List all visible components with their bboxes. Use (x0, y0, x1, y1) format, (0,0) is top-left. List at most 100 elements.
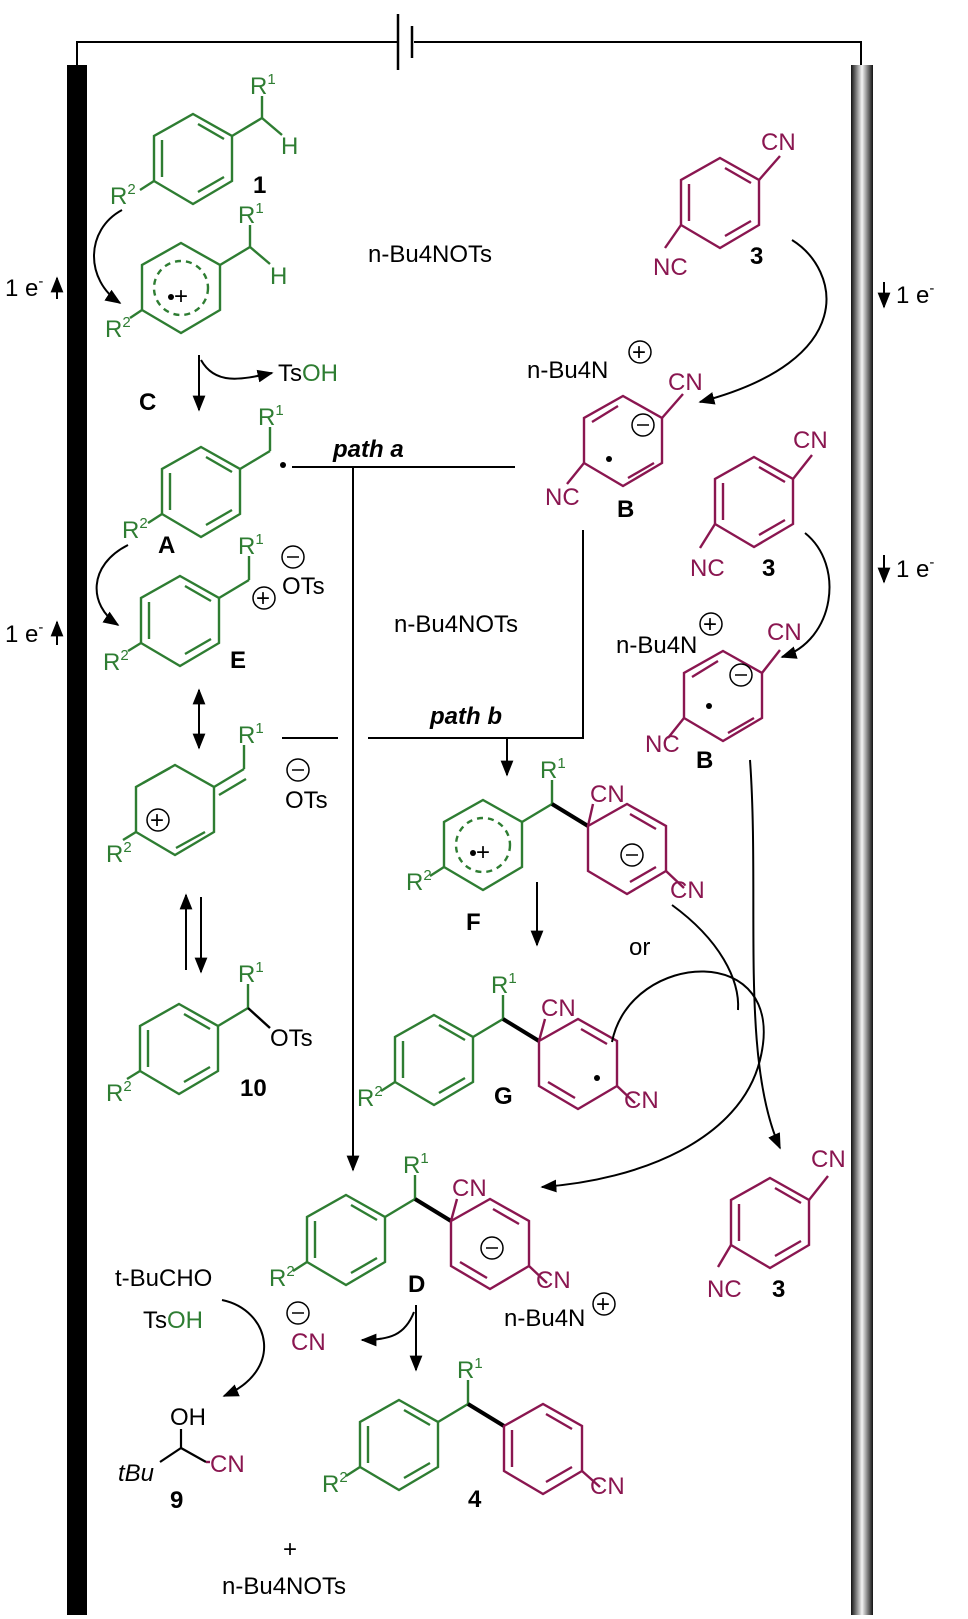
cation-plus: + (632, 339, 646, 366)
r2-label: R2 (106, 839, 132, 868)
r2-label: R2 (322, 1469, 348, 1498)
r2-label: R2 (106, 1078, 132, 1107)
cn-label: CN (761, 129, 796, 156)
r1-label: R1 (258, 402, 284, 431)
path-a-label: path a (332, 436, 404, 463)
tbucho-label: t-BuCHO (115, 1265, 212, 1292)
compound-10-structure (126, 984, 271, 1096)
nbu4n-label: n-Bu4N (504, 1305, 585, 1332)
cn-label: CN (541, 995, 576, 1022)
nc-label: NC (690, 555, 725, 582)
path-b-line (368, 530, 584, 739)
cathode-electrode (851, 65, 873, 1615)
nbu4n-label: n-Bu4N (527, 357, 608, 384)
compound-c-label: C (139, 389, 156, 416)
compound-d-label: D (408, 1271, 425, 1298)
tbu-label: tBu (118, 1460, 154, 1487)
compound-9-label: 9 (170, 1487, 183, 1514)
compound-f-structure (429, 780, 685, 896)
cn-label: CN (590, 781, 625, 808)
compound-g-label: G (494, 1083, 513, 1110)
ots-label: OTs (270, 1025, 313, 1052)
oh-label: OH (170, 1404, 206, 1431)
cation-plus: + (476, 839, 490, 866)
radical-dot (606, 456, 612, 462)
anion-charge-circle (281, 545, 305, 569)
anion-charge-circle (729, 663, 753, 687)
anion-charge-circle (286, 758, 310, 782)
reduction-arrow (780, 532, 831, 659)
compound-3-structure (664, 155, 781, 250)
oxidation-arrow (93, 209, 123, 304)
compound-c-structure (129, 225, 271, 335)
cn-label: CN (536, 1267, 571, 1294)
cation-charge-circle (252, 586, 276, 610)
r2-label: R2 (105, 314, 131, 343)
anion-charge-circle (620, 843, 644, 867)
radical-dot (168, 294, 174, 300)
radical-dot (594, 1075, 600, 1081)
compound-b-structure (667, 649, 781, 743)
cation-plus: + (174, 283, 188, 310)
anode-electrode (67, 65, 87, 1615)
compound-1-structure (139, 96, 283, 206)
radical-dot (280, 462, 286, 468)
or-label: or (629, 934, 650, 961)
resonance-structure (122, 745, 247, 857)
r2-label: R2 (110, 181, 136, 210)
ots-label: OTs (282, 573, 325, 600)
r1-label: R1 (250, 71, 276, 100)
cn-label: CN (811, 1146, 846, 1173)
reagent-nbu4nots: n-Bu4NOTs (368, 241, 492, 268)
path-b-label: path b (429, 703, 502, 730)
h-label: H (270, 263, 287, 290)
compound-a-structure (147, 427, 272, 539)
r1-label: R1 (491, 970, 517, 999)
cation-plus: + (150, 807, 164, 834)
compound-e-label: E (230, 647, 246, 674)
electron-label-left-bottom: 1 e- (5, 619, 43, 648)
cn-label: CN (590, 1473, 625, 1500)
cation-charge-circle (628, 340, 652, 364)
r2-label: R2 (406, 867, 432, 896)
electron-label-left-top: 1 e- (5, 273, 43, 302)
oxidation-arrow (95, 544, 129, 626)
cation-plus: + (596, 1291, 610, 1318)
compound-3-label: 3 (762, 555, 775, 582)
r1-label: R1 (238, 720, 264, 749)
compound-9-structure (159, 1429, 210, 1464)
reduction-arrow (698, 239, 828, 405)
compound-a-label: A (158, 532, 175, 559)
r2-label: R2 (122, 515, 148, 544)
cn-label: CN (793, 427, 828, 454)
radical-dot (470, 850, 476, 856)
cyanohydrin-arrow (221, 1299, 265, 1397)
reagent-nbu4nots: n-Bu4NOTs (222, 1573, 346, 1600)
nbu4n-label: n-Bu4N (616, 632, 697, 659)
cation-plus: + (703, 611, 717, 638)
cn-label: CN (452, 1175, 487, 1202)
r2-label: R2 (269, 1263, 295, 1292)
ots-label: OTs (285, 787, 328, 814)
anion-charge-circle (480, 1236, 504, 1260)
anion-charge-circle (286, 1301, 310, 1325)
reagent-nbu4nots: n-Bu4NOTs (394, 611, 518, 638)
electron-label-right-top: 1 e- (896, 280, 934, 309)
compound-4-label: 4 (468, 1486, 482, 1513)
compound-4-structure (345, 1380, 601, 1496)
compound-10-label: 10 (240, 1075, 267, 1102)
compound-1-label: 1 (253, 172, 266, 199)
cyanide-release-arrow (360, 1311, 415, 1347)
nc-label: NC (545, 484, 580, 511)
nc-label: NC (645, 731, 680, 758)
r1-label: R1 (238, 531, 264, 560)
circuit-wire (76, 41, 862, 65)
electron-label-right-bottom: 1 e- (896, 554, 934, 583)
nc-label: NC (707, 1276, 742, 1303)
anion-charge-circle (631, 413, 655, 437)
r2-label: R2 (103, 647, 129, 676)
f-to-d-arrow (671, 904, 740, 1011)
cation-charge-circle (699, 612, 723, 636)
cation-plus: + (256, 585, 270, 612)
